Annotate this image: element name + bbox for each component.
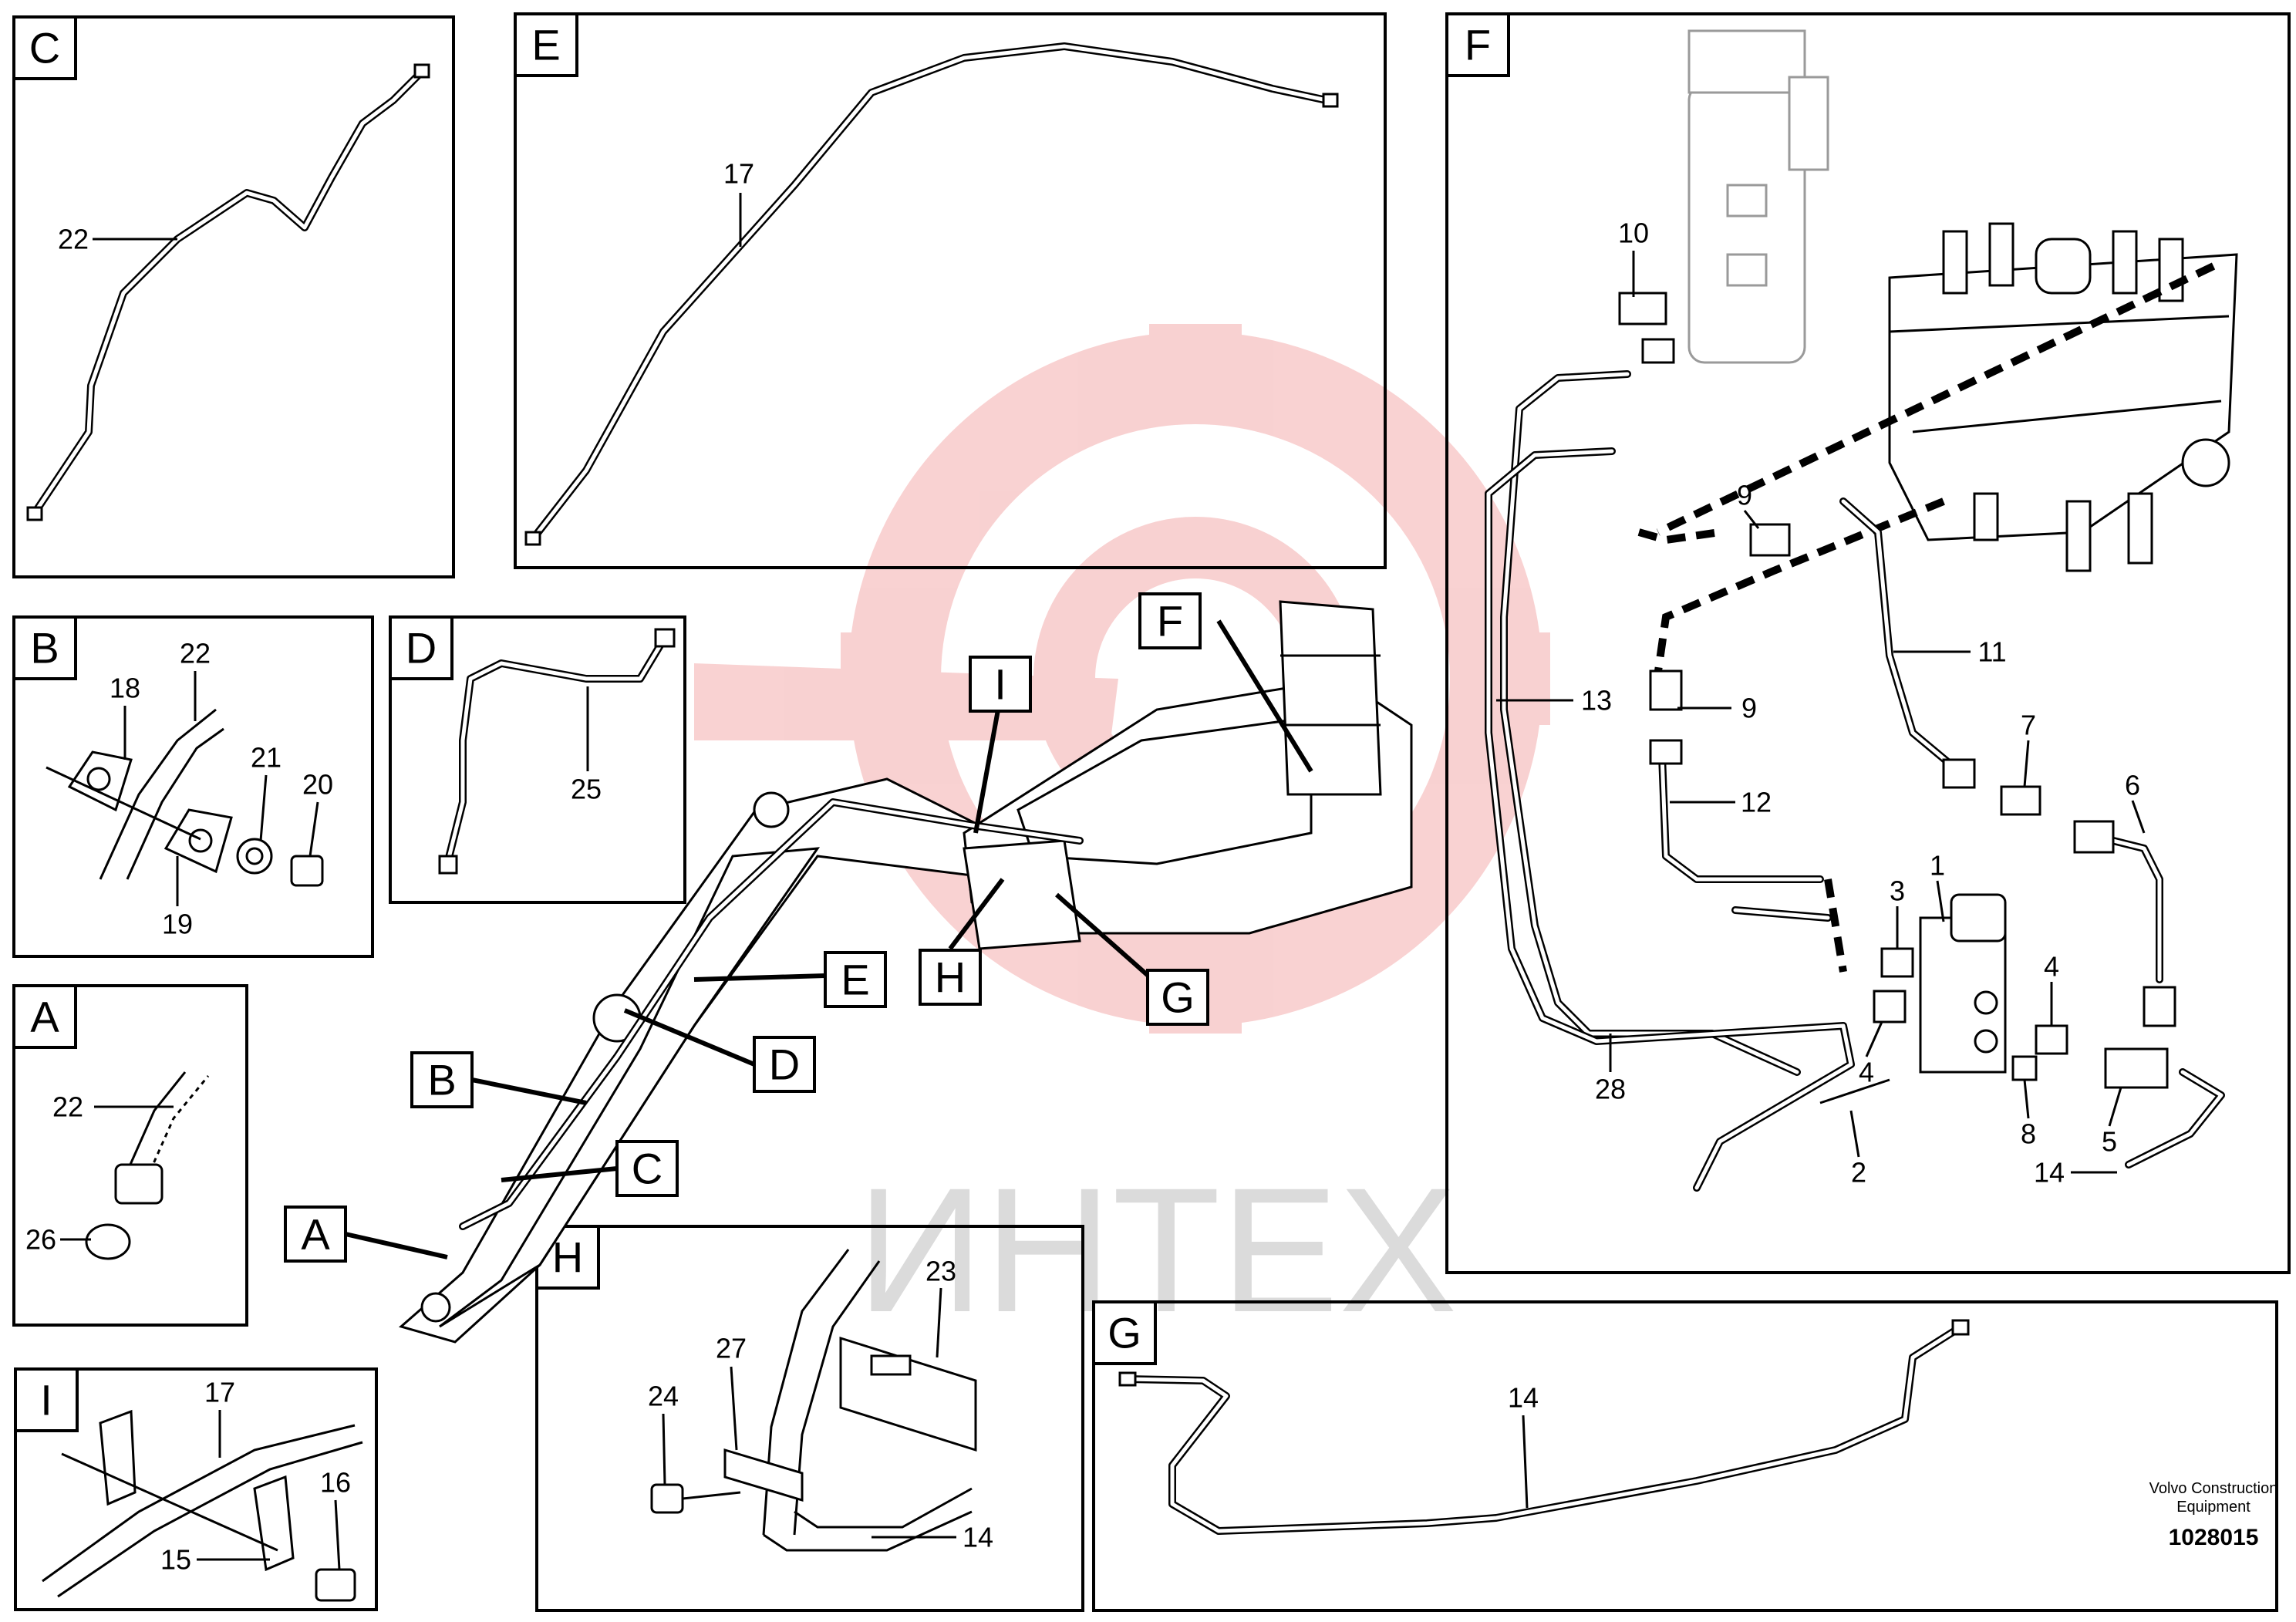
label-20: 20 xyxy=(302,769,333,801)
callout-f: F xyxy=(1157,597,1183,646)
panel-c-tag: C xyxy=(29,24,60,73)
label-3: 3 xyxy=(1890,875,1905,907)
label-14: 14 xyxy=(2034,1157,2065,1189)
panel-h: H 23 27 24 14 xyxy=(535,1225,1084,1612)
label-27: 27 xyxy=(716,1333,747,1364)
label-16: 16 xyxy=(320,1467,351,1499)
panel-d-tag: D xyxy=(406,624,437,673)
label-9-lower: 9 xyxy=(1741,693,1757,724)
label-21: 21 xyxy=(251,742,282,774)
label-17: 17 xyxy=(204,1377,235,1408)
overview-callouts: F I E H G D B C A xyxy=(284,592,1313,1263)
label-17: 17 xyxy=(723,158,754,190)
label-10: 10 xyxy=(1618,218,1649,249)
panel-i-tag: I xyxy=(40,1376,52,1425)
solenoid-valve-block xyxy=(1919,893,2007,1074)
callout-h: H xyxy=(935,953,966,1002)
control-valve xyxy=(1888,222,2238,572)
panel-a-tag: A xyxy=(30,993,59,1041)
callout-e: E xyxy=(841,956,869,1004)
label-1: 1 xyxy=(1930,850,1945,882)
label-26: 26 xyxy=(25,1224,56,1256)
label-22: 22 xyxy=(58,224,89,255)
panel-i: I 17 16 15 xyxy=(14,1367,378,1611)
label-7: 7 xyxy=(2021,710,2036,741)
callout-d: D xyxy=(769,1040,800,1089)
callout-i: I xyxy=(994,660,1006,709)
label-9-upper: 9 xyxy=(1737,480,1752,511)
label-12: 12 xyxy=(1741,787,1772,818)
label-15: 15 xyxy=(160,1544,191,1576)
excavator-overview xyxy=(398,600,1413,1344)
callout-a: A xyxy=(301,1210,330,1259)
label-14: 14 xyxy=(1508,1382,1539,1414)
panel-g-tag: G xyxy=(1108,1309,1141,1357)
panel-f: F xyxy=(1445,12,2291,1274)
label-14: 14 xyxy=(963,1522,993,1553)
footer-company-line2: Equipment xyxy=(2176,1499,2250,1516)
panel-f-tag: F xyxy=(1465,21,1491,69)
panel-h-tag: H xyxy=(552,1233,583,1282)
panel-a: A 22 26 xyxy=(12,984,248,1327)
label-24: 24 xyxy=(648,1381,679,1412)
callout-c: C xyxy=(632,1145,663,1193)
panel-d: D 25 xyxy=(389,615,686,904)
label-11: 11 xyxy=(1977,636,2006,668)
label-28: 28 xyxy=(1595,1074,1626,1105)
callout-g: G xyxy=(1161,973,1195,1022)
label-22: 22 xyxy=(52,1091,83,1123)
label-6: 6 xyxy=(2125,770,2140,801)
label-4-left: 4 xyxy=(1859,1057,1874,1088)
label-22: 22 xyxy=(180,638,211,669)
panel-b: B 22 18 21 20 19 xyxy=(12,615,374,958)
panel-g: G 14 xyxy=(1092,1300,2278,1612)
drawing-number: 1028015 xyxy=(2169,1525,2259,1550)
panel-e: E 17 xyxy=(514,12,1387,569)
label-19: 19 xyxy=(162,909,193,940)
label-8: 8 xyxy=(2021,1118,2036,1150)
panel-e-tag: E xyxy=(531,21,560,69)
label-2: 2 xyxy=(1851,1157,1866,1189)
panel-c: C 22 xyxy=(12,15,455,578)
label-18: 18 xyxy=(110,673,140,704)
callout-b: B xyxy=(427,1056,456,1104)
label-23: 23 xyxy=(925,1256,956,1287)
label-13: 13 xyxy=(1581,685,1612,717)
filter-housing xyxy=(1687,29,1829,364)
label-4-right: 4 xyxy=(2044,951,2059,983)
panel-b-tag: B xyxy=(30,624,59,673)
footer-company-line1: Volvo Construction xyxy=(2149,1480,2278,1497)
footer: Volvo Construction Equipment 1028015 xyxy=(2149,1480,2278,1550)
label-5: 5 xyxy=(2102,1126,2117,1158)
label-25: 25 xyxy=(571,774,602,805)
